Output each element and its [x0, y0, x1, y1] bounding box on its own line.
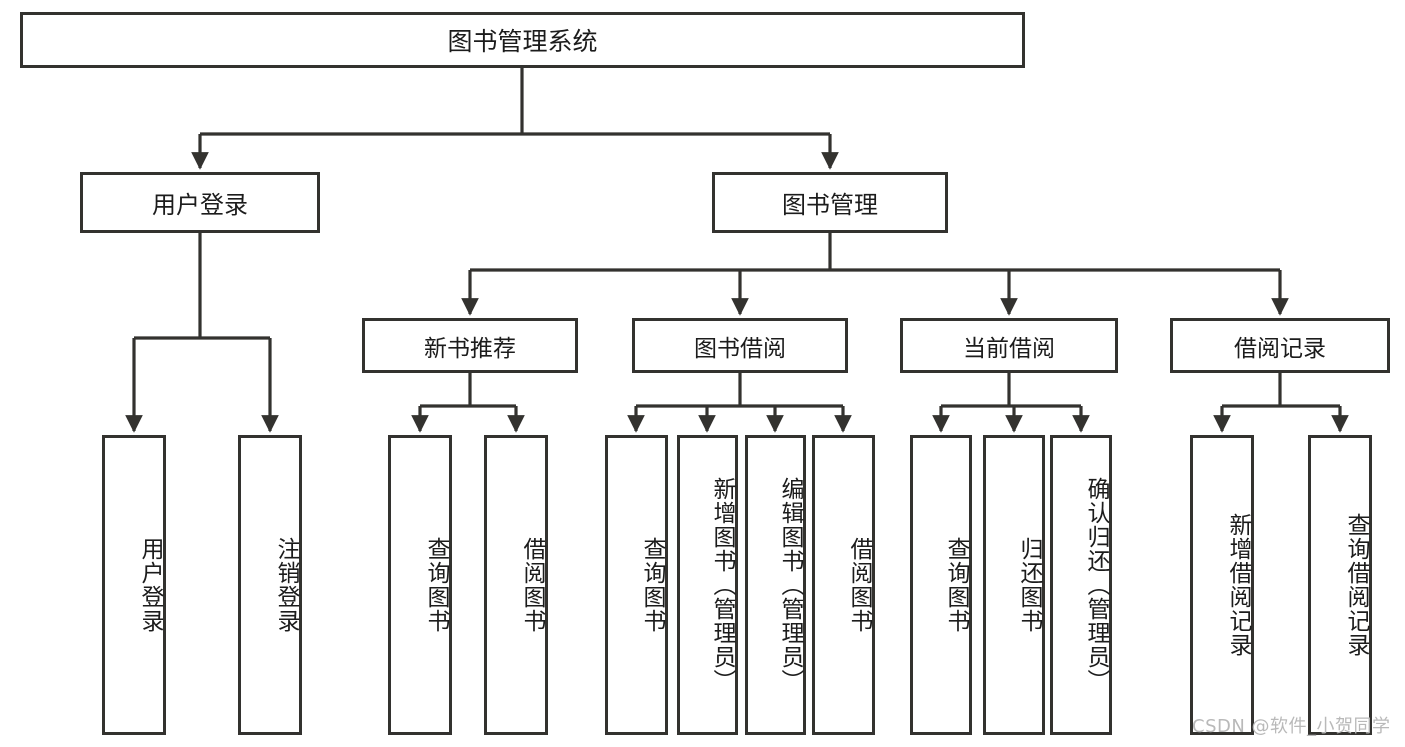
node-leaf-add-book[interactable]: 新增图书（管理员） [677, 435, 738, 735]
node-leaf-query-book-3-label: 查询图书 [943, 537, 969, 633]
node-book-borrow-label: 图书借阅 [694, 335, 786, 362]
node-leaf-query-record-label: 查询借阅记录 [1343, 513, 1369, 657]
node-book-manage[interactable]: 图书管理 [712, 172, 948, 233]
node-borrow-record[interactable]: 借阅记录 [1170, 318, 1390, 373]
node-book-borrow[interactable]: 图书借阅 [632, 318, 848, 373]
node-user-login[interactable]: 用户登录 [80, 172, 320, 233]
node-user-login-label: 用户登录 [152, 191, 248, 219]
node-root[interactable]: 图书管理系统 [20, 12, 1025, 68]
node-root-label: 图书管理系统 [447, 27, 598, 56]
node-leaf-borrow-book-2-label: 借阅图书 [846, 537, 872, 633]
node-new-book-recommend-label: 新书推荐 [424, 335, 516, 362]
node-leaf-query-book-3[interactable]: 查询图书 [910, 435, 972, 735]
node-leaf-return-book[interactable]: 归还图书 [983, 435, 1045, 735]
node-leaf-query-book-1[interactable]: 查询图书 [388, 435, 452, 735]
node-leaf-query-book-2[interactable]: 查询图书 [605, 435, 668, 735]
node-leaf-borrow-book-1[interactable]: 借阅图书 [484, 435, 548, 735]
node-new-book-recommend[interactable]: 新书推荐 [362, 318, 578, 373]
watermark: CSDN @软件_小贺同学 [1192, 716, 1391, 737]
node-leaf-confirm-return[interactable]: 确认归还（管理员） [1050, 435, 1112, 735]
node-borrow-record-label: 借阅记录 [1234, 335, 1326, 362]
node-leaf-add-book-label: 新增图书（管理员） [709, 477, 735, 693]
node-leaf-edit-book-label: 编辑图书（管理员） [777, 477, 803, 693]
node-leaf-add-record-label: 新增借阅记录 [1225, 513, 1251, 657]
node-current-borrow-label: 当前借阅 [963, 335, 1055, 362]
node-leaf-user-logout-label: 注销登录 [273, 537, 299, 633]
node-current-borrow[interactable]: 当前借阅 [900, 318, 1118, 373]
node-leaf-query-book-1-label: 查询图书 [423, 537, 449, 633]
node-leaf-return-book-label: 归还图书 [1016, 537, 1042, 633]
node-leaf-borrow-book-2[interactable]: 借阅图书 [812, 435, 875, 735]
node-leaf-edit-book[interactable]: 编辑图书（管理员） [745, 435, 806, 735]
node-leaf-user-login[interactable]: 用户登录 [102, 435, 166, 735]
node-leaf-user-login-label: 用户登录 [137, 537, 163, 633]
node-leaf-query-record[interactable]: 查询借阅记录 [1308, 435, 1372, 735]
node-leaf-add-record[interactable]: 新增借阅记录 [1190, 435, 1254, 735]
node-leaf-user-logout[interactable]: 注销登录 [238, 435, 302, 735]
node-leaf-borrow-book-1-label: 借阅图书 [519, 537, 545, 633]
node-leaf-query-book-2-label: 查询图书 [639, 537, 665, 633]
node-book-manage-label: 图书管理 [782, 191, 878, 219]
node-leaf-confirm-return-label: 确认归还（管理员） [1083, 477, 1109, 693]
